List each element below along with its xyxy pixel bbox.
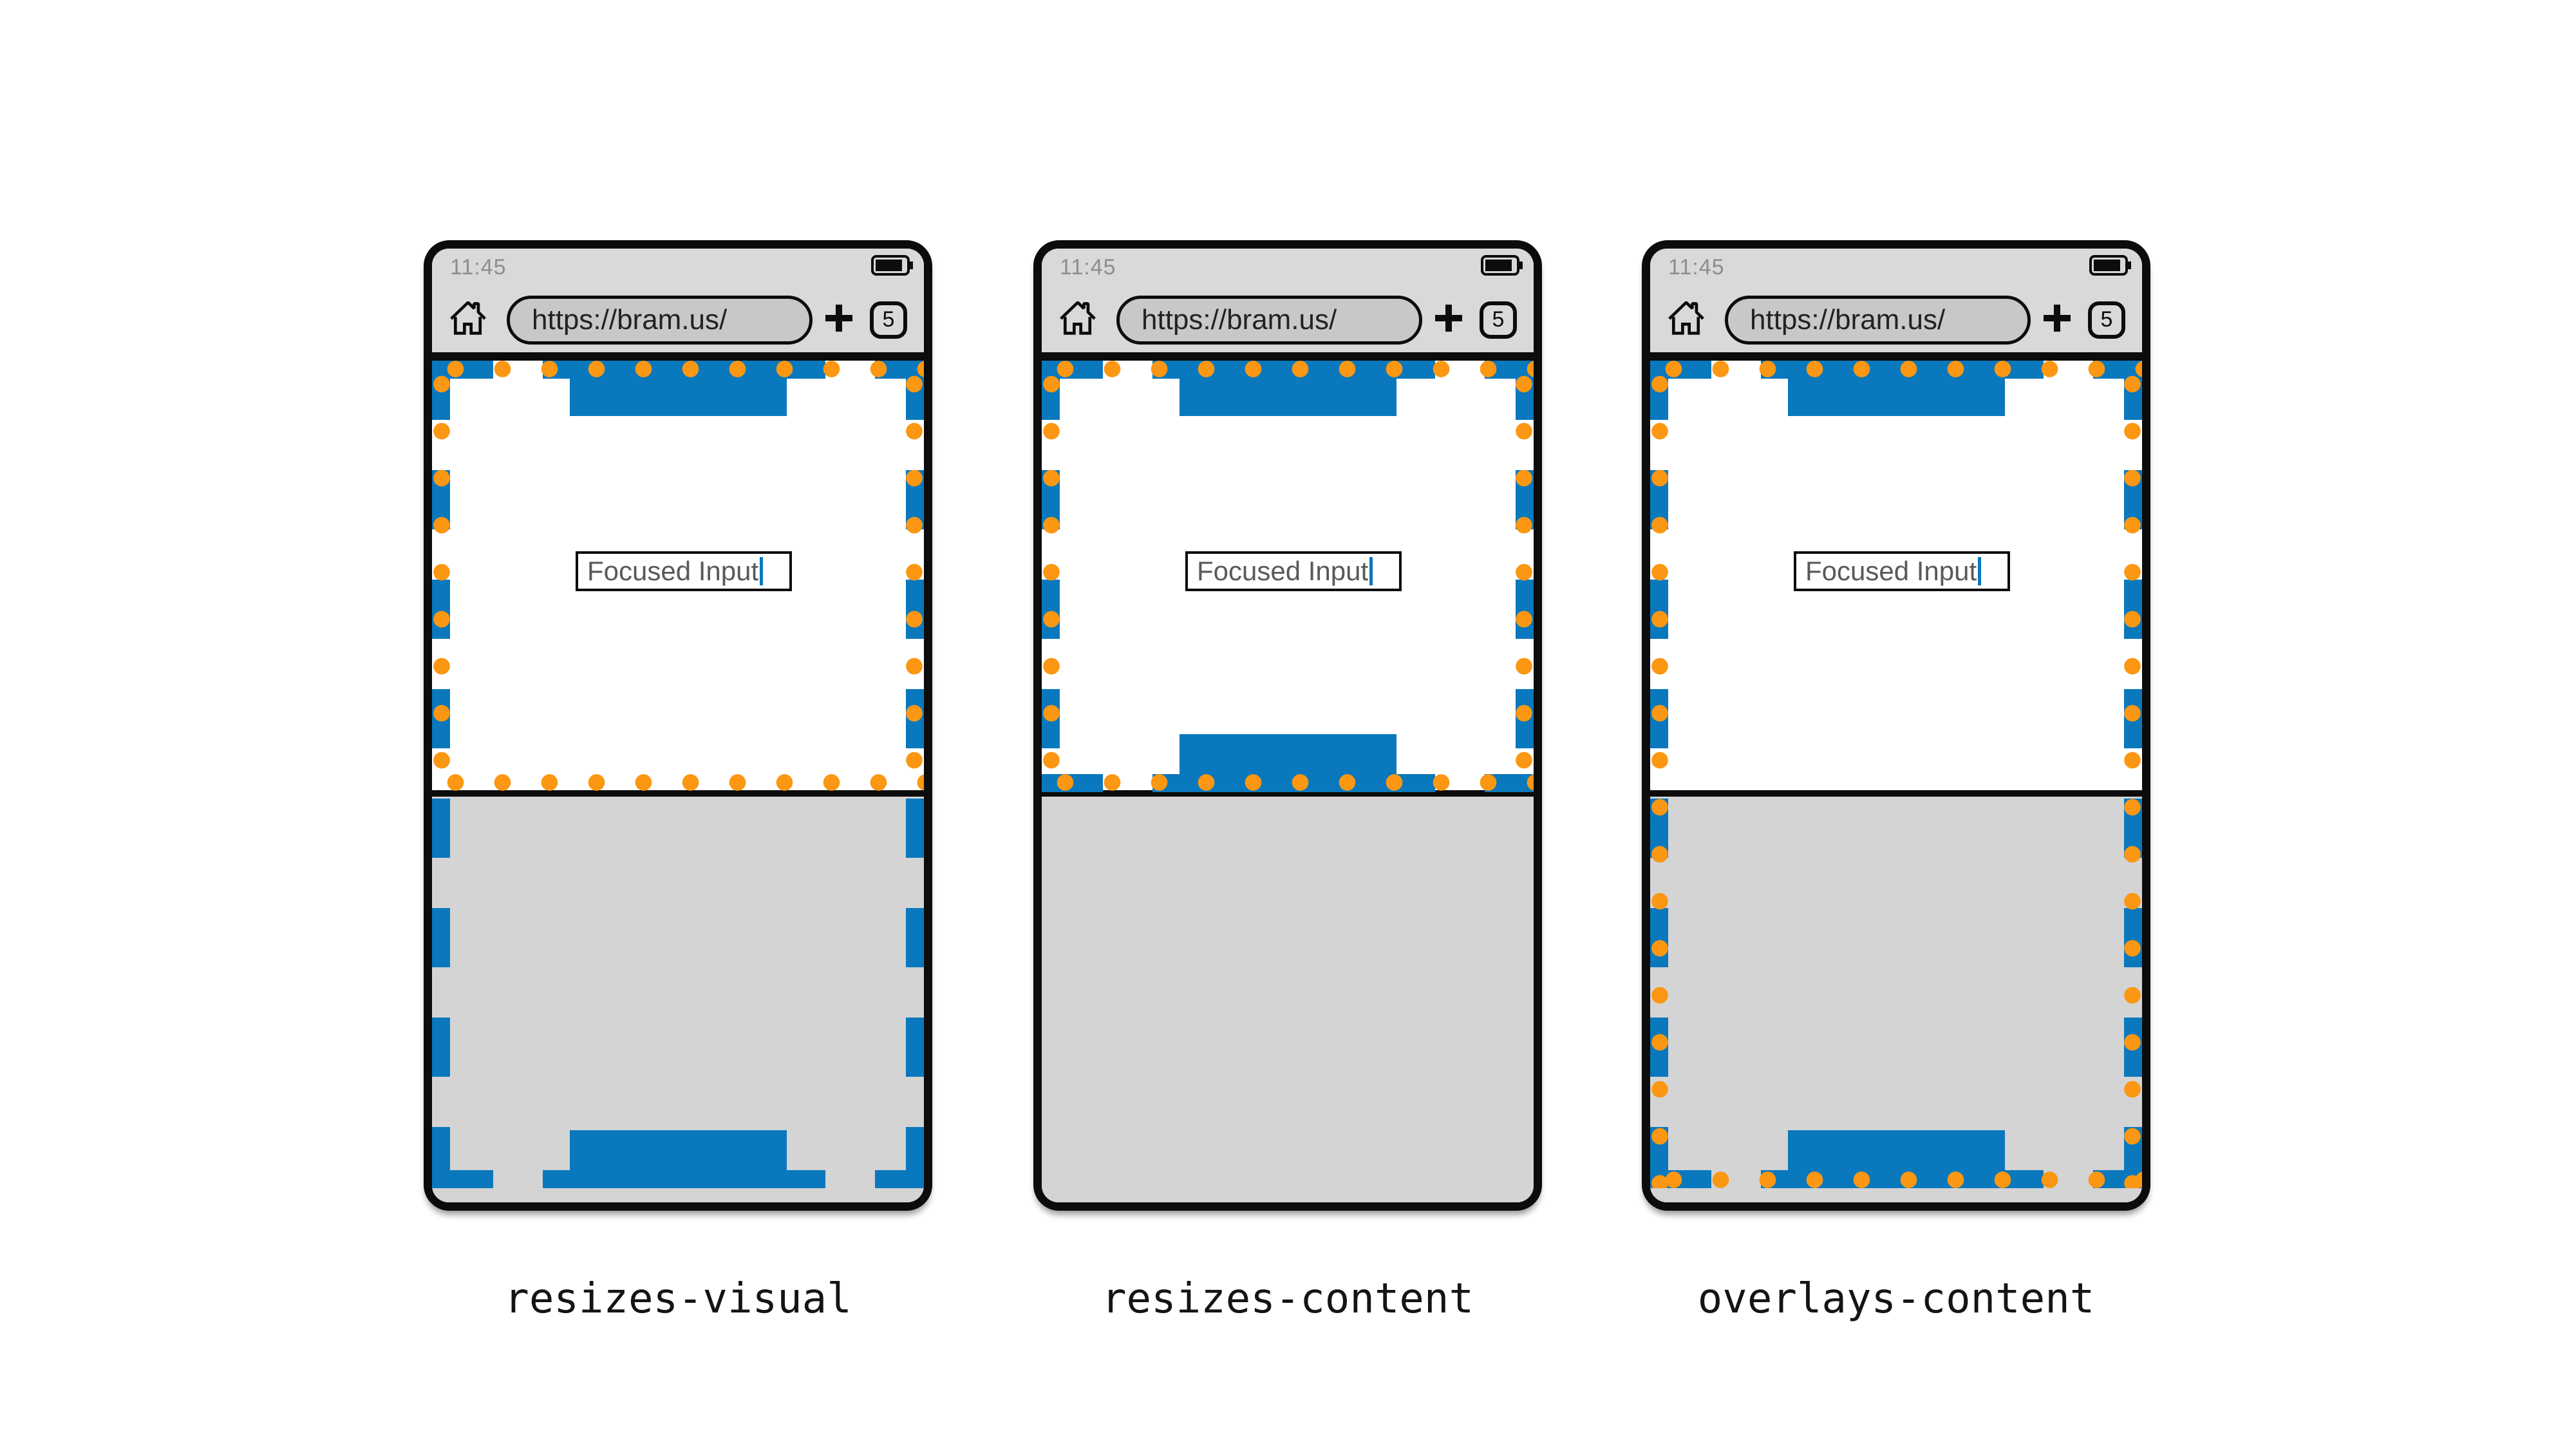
virtual-keyboard-area bbox=[1650, 790, 2142, 1202]
status-bar: 11:45 bbox=[1042, 249, 1534, 287]
phone-frame: 11:45 https://bram.us/ bbox=[424, 240, 932, 1211]
browser-toolbar: https://bram.us/ 5 bbox=[432, 287, 924, 352]
tab-count-label: 5 bbox=[882, 307, 895, 332]
input-value: Focused Input bbox=[587, 556, 759, 586]
tab-counter[interactable]: 5 bbox=[2088, 301, 2125, 339]
virtual-keyboard-area bbox=[1042, 790, 1534, 1202]
browser-toolbar: https://bram.us/ 5 bbox=[1042, 287, 1534, 352]
url-bar[interactable]: https://bram.us/ bbox=[1116, 295, 1422, 345]
input-value: Focused Input bbox=[1805, 556, 1977, 586]
tab-counter[interactable]: 5 bbox=[1480, 301, 1517, 339]
phone-frame: 11:45 https://bram.us/ bbox=[1033, 240, 1542, 1211]
phone-unit-overlays-content: 11:45 https://bram.us/ bbox=[1642, 240, 2150, 1323]
url-text: https://bram.us/ bbox=[532, 303, 728, 336]
page-viewport: Focused Input bbox=[1650, 361, 2142, 1202]
toolbar-divider bbox=[432, 352, 924, 361]
phone-caption: resizes-content bbox=[1102, 1275, 1474, 1323]
phone-unit-resizes-visual: 11:45 https://bram.us/ bbox=[424, 240, 932, 1323]
tab-count-label: 5 bbox=[2100, 307, 2113, 332]
focused-input[interactable]: Focused Input bbox=[1185, 551, 1402, 591]
toolbar-divider bbox=[1042, 352, 1534, 361]
home-icon[interactable] bbox=[1058, 298, 1097, 341]
url-text: https://bram.us/ bbox=[1142, 303, 1337, 336]
url-bar[interactable]: https://bram.us/ bbox=[1725, 295, 2031, 345]
page-viewport: Focused Input bbox=[1042, 361, 1534, 1202]
toolbar-divider bbox=[1650, 352, 2142, 361]
browser-chrome: 11:45 https://bram.us/ bbox=[432, 249, 924, 361]
url-bar[interactable]: https://bram.us/ bbox=[507, 295, 813, 345]
status-bar: 11:45 bbox=[432, 249, 924, 287]
status-time: 11:45 bbox=[450, 255, 507, 279]
phone-caption: overlays-content bbox=[1697, 1275, 2095, 1323]
phone-caption: resizes-visual bbox=[504, 1275, 852, 1323]
focused-input[interactable]: Focused Input bbox=[576, 551, 792, 591]
input-value: Focused Input bbox=[1197, 556, 1369, 586]
text-caret bbox=[1369, 557, 1373, 585]
plus-icon[interactable] bbox=[823, 303, 854, 337]
home-icon[interactable] bbox=[1667, 298, 1706, 341]
virtual-keyboard-area bbox=[432, 790, 924, 1202]
text-caret bbox=[1978, 557, 1982, 585]
battery-icon bbox=[1481, 255, 1523, 279]
phone-unit-resizes-content: 11:45 https://bram.us/ bbox=[1033, 240, 1542, 1323]
status-time: 11:45 bbox=[1668, 255, 1725, 279]
text-caret bbox=[760, 557, 764, 585]
url-text: https://bram.us/ bbox=[1750, 303, 1946, 336]
status-time: 11:45 bbox=[1060, 255, 1116, 279]
tab-count-label: 5 bbox=[1492, 307, 1505, 332]
browser-chrome: 11:45 https://bram.us/ bbox=[1650, 249, 2142, 361]
focused-input[interactable]: Focused Input bbox=[1794, 551, 2010, 591]
battery-icon bbox=[2089, 255, 2132, 279]
status-bar: 11:45 bbox=[1650, 249, 2142, 287]
browser-chrome: 11:45 https://bram.us/ bbox=[1042, 249, 1534, 361]
tab-counter[interactable]: 5 bbox=[870, 301, 907, 339]
phone-frame: 11:45 https://bram.us/ bbox=[1642, 240, 2150, 1211]
browser-toolbar: https://bram.us/ 5 bbox=[1650, 287, 2142, 352]
page-viewport: Focused Input bbox=[432, 361, 924, 1202]
battery-icon bbox=[871, 255, 914, 279]
home-icon[interactable] bbox=[449, 298, 487, 341]
plus-icon[interactable] bbox=[1433, 303, 1464, 337]
plus-icon[interactable] bbox=[2042, 303, 2073, 337]
